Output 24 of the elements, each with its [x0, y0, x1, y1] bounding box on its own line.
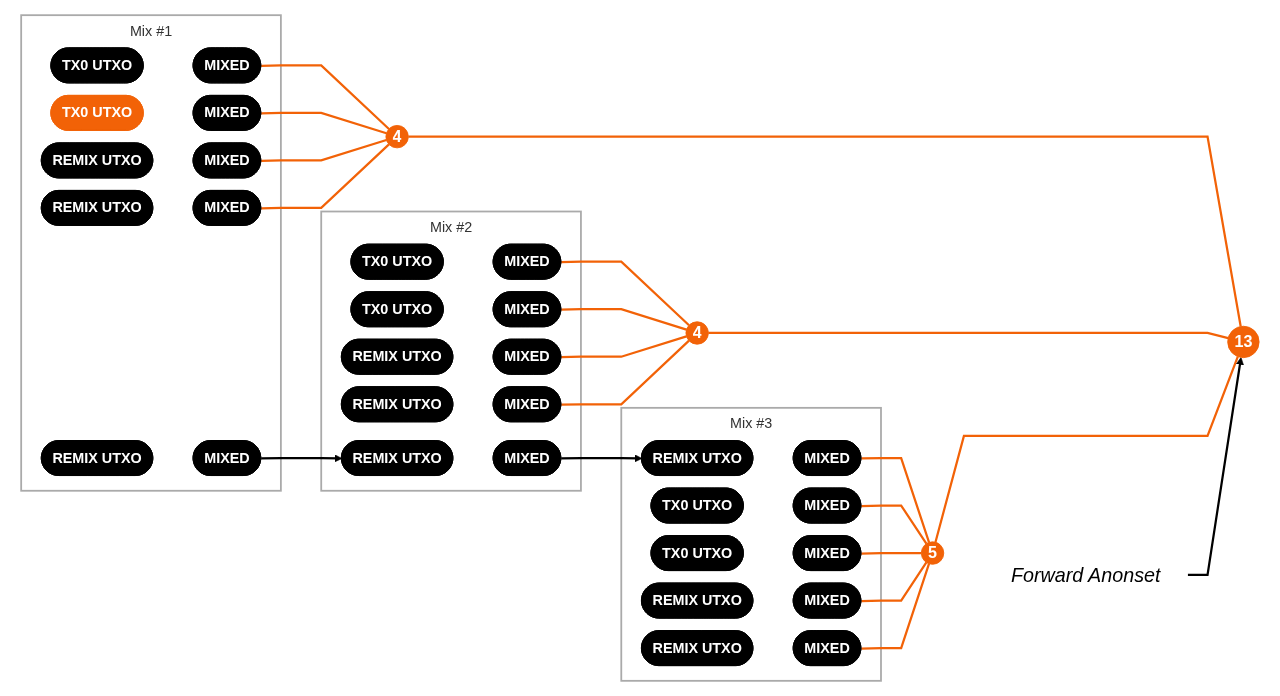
connector [261, 143, 390, 210]
node-text: Forward Anonset [1010, 563, 1161, 587]
connector [261, 138, 387, 162]
arrow [261, 454, 343, 463]
connector [861, 551, 922, 555]
connector [261, 64, 390, 130]
connector [561, 308, 687, 331]
connector [708, 331, 1229, 340]
node-circle: 13 [1227, 325, 1260, 359]
node-circle: 4 [685, 321, 709, 345]
connector [561, 335, 687, 359]
arrow [561, 454, 643, 463]
connector [861, 504, 928, 545]
node-circle: 4 [385, 125, 409, 149]
connector [561, 260, 690, 327]
connector [561, 339, 690, 406]
connector [934, 356, 1239, 543]
node-circle: 5 [920, 541, 945, 565]
arrow [1187, 357, 1244, 576]
connector [861, 561, 928, 603]
connector [261, 111, 387, 135]
connector [408, 135, 1242, 327]
connector [861, 456, 930, 543]
connector [861, 563, 930, 650]
